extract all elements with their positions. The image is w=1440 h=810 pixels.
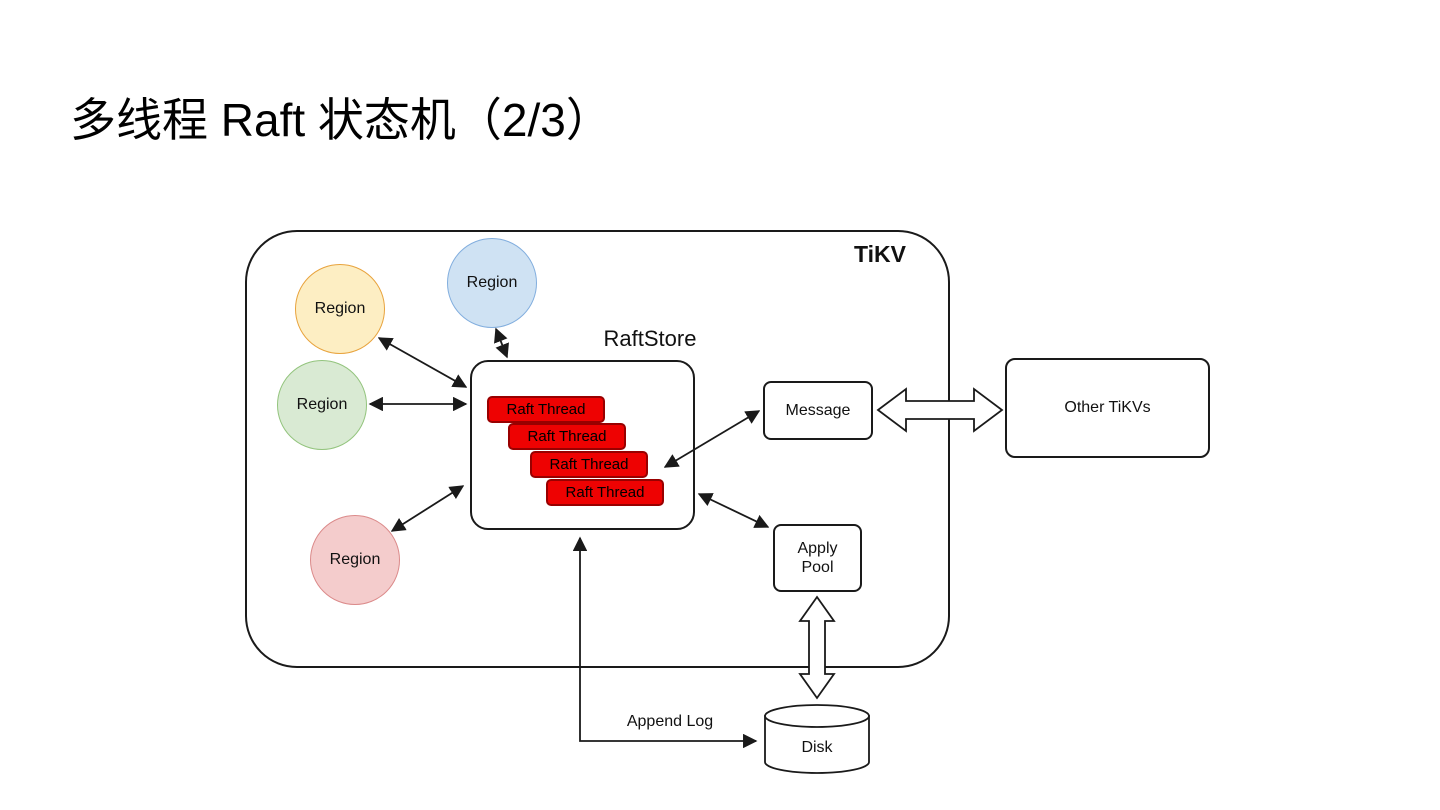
tikv-label: TiKV xyxy=(854,241,906,267)
apply-pool-box: Apply Pool xyxy=(773,524,862,592)
disk-label: Disk xyxy=(801,739,833,756)
raft-thread-box-3: Raft Thread xyxy=(530,451,648,478)
slide-title: 多线程 Raft 状态机（2/3） xyxy=(70,94,612,146)
disk-cylinder-top xyxy=(764,704,870,728)
region-circle-green: Region xyxy=(277,360,367,450)
raftstore-label: RaftStore xyxy=(603,326,697,351)
region-label: Region xyxy=(314,300,366,317)
other-tikvs-box: Other TiKVs xyxy=(1005,358,1210,458)
region-circle-orange: Region xyxy=(295,264,385,354)
region-label: Region xyxy=(329,551,381,568)
raft-thread-box-2: Raft Thread xyxy=(508,423,626,450)
disk-cylinder-body xyxy=(764,715,870,774)
region-label: Region xyxy=(296,396,348,413)
region-circle-blue: Region xyxy=(447,238,537,328)
raft-thread-box-1: Raft Thread xyxy=(487,396,605,423)
message-box: Message xyxy=(763,381,873,440)
append-log-label: Append Log xyxy=(626,713,714,730)
raft-thread-box-4: Raft Thread xyxy=(546,479,664,506)
region-circle-pink: Region xyxy=(310,515,400,605)
region-label: Region xyxy=(466,274,518,291)
